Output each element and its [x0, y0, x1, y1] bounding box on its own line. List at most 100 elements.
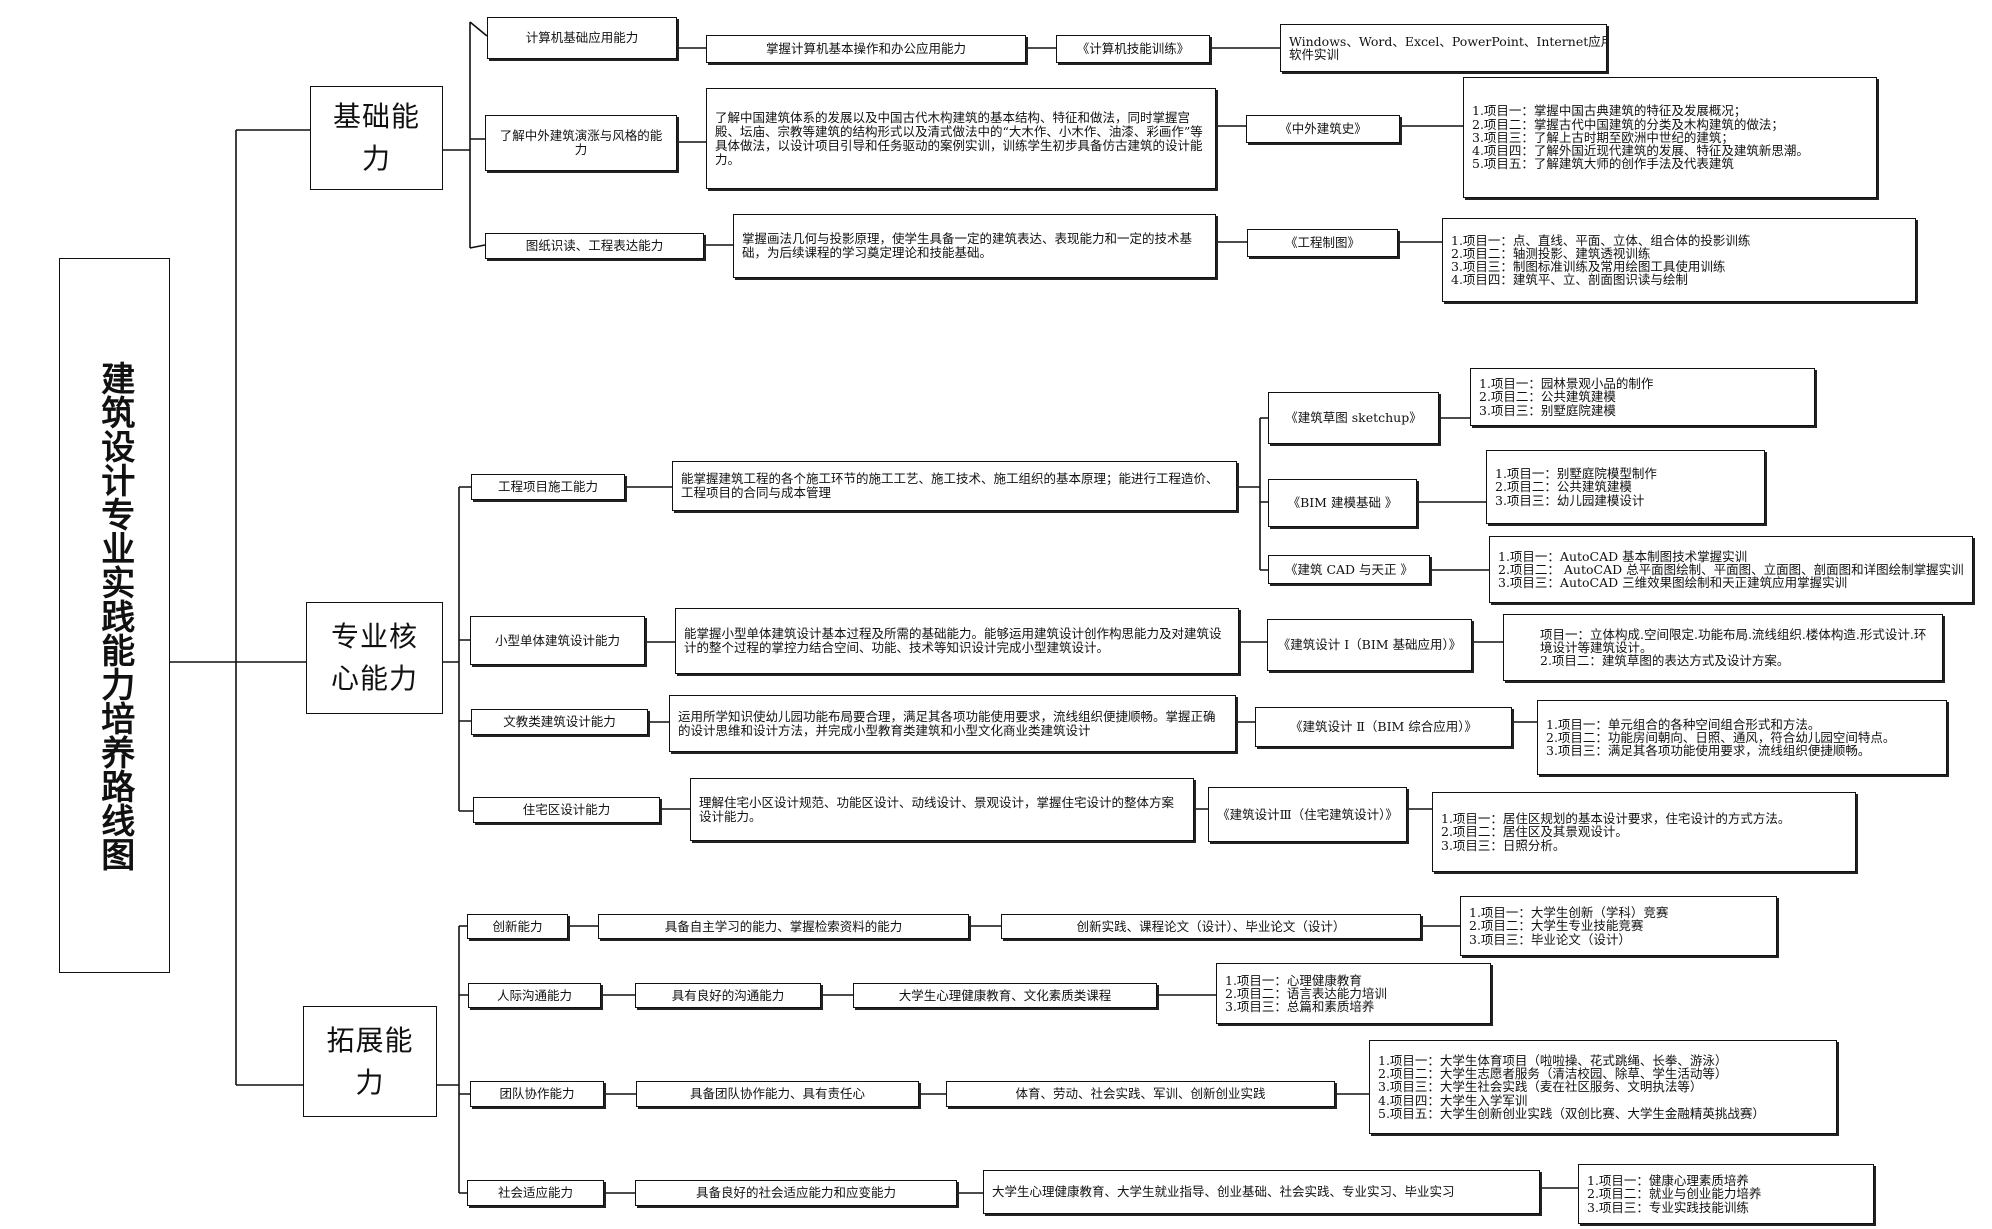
- project-line: 3.项目三：毕业论文（设计）: [1469, 931, 1631, 947]
- connector-ext: [437, 925, 470, 1194]
- project-line: 1.项目一：单元组合的各种空间组合形式和方法。: [1546, 716, 1821, 732]
- project-line: 1.项目一：别墅庭院模型制作: [1495, 466, 1657, 482]
- project-line: 1.项目一：居住区规划的基本设计要求，住宅设计的方式方法。: [1441, 811, 1791, 827]
- connector-ext-rows: [568, 925, 1578, 1194]
- projects-design-3: 1.项目一：居住区规划的基本设计要求，住宅设计的方式方法。 2.项目二：居住区及…: [1432, 792, 1856, 872]
- project-line: 2.项目二：公共建筑建模: [1479, 389, 1616, 405]
- projects-design-2: 1.项目一：单元组合的各种空间组合形式和方法。 2.项目二：功能房间朝向、日照、…: [1537, 700, 1947, 775]
- project-line: 3.项目三：日照分析。: [1441, 837, 1566, 853]
- group-core: 专业核心能力: [306, 602, 443, 714]
- project-line: 4.项目四：了解外国近现代建筑的发展、特征及建筑新思潮。: [1472, 143, 1809, 159]
- course-cad-tianzheng: 《建筑 CAD 与天正 》: [1268, 555, 1430, 584]
- project-line: 软件实训: [1289, 47, 1340, 62]
- projects-computer: Windows、Word、Excel、PowerPoint、Internet应用…: [1280, 24, 1607, 72]
- desc-residential: 理解住宅小区设计规范、功能区设计、动线设计、景观设计，掌握住宅设计的整体方案设计…: [690, 778, 1194, 841]
- desc-arch-history: 了解中国建筑体系的发展以及中国古代木构建筑的基本结构、特征和做法，同时掌握宫殿、…: [706, 88, 1216, 189]
- project-line: 3.项目三：了解上古时期至欧洲中世纪的建筑；: [1472, 129, 1734, 145]
- project-line: 3.项目三：幼儿园建模设计: [1495, 492, 1645, 508]
- desc-social-adapt: 具备良好的社会适应能力和应变能力: [635, 1180, 957, 1206]
- course-arch-history: 《中外建筑史》: [1246, 115, 1400, 143]
- course-computer: 《计算机技能训练》: [1056, 35, 1210, 63]
- project-line: 1.项目一：掌握中国古典建筑的特征及发展概况；: [1472, 103, 1747, 119]
- project-line: 1.项目一：点、直线、平面、立体、组合体的投影训练: [1451, 232, 1751, 248]
- desc-teamwork: 具备团队协作能力、具有责任心: [636, 1081, 919, 1107]
- main-title: 建筑设计专业实践能力培养路线图: [59, 258, 170, 973]
- group-ext: 拓展能力: [303, 1006, 437, 1117]
- ability-teamwork: 团队协作能力: [470, 1081, 604, 1107]
- project-line: 5.项目五：了解建筑大师的创作手法及代表建筑: [1472, 156, 1734, 172]
- project-line: 2.项目二：建筑草图的表达方式及设计方案。: [1540, 653, 1790, 669]
- project-line: 2.项目二：功能房间朝向、日照、通风，符合幼儿园空间特点。: [1546, 729, 1896, 745]
- desc-communication: 具有良好的沟通能力: [635, 983, 821, 1008]
- connector-core-rows: [625, 417, 1537, 810]
- project-line: 1.项目一：AutoCAD 基本制图技术掌握实训: [1498, 548, 1748, 564]
- desc-small-building: 能掌握小型单体建筑设计基本过程及所需的基础能力。能够运用建筑设计创作构思能力及对…: [675, 608, 1239, 674]
- ability-communication: 人际沟通能力: [468, 983, 601, 1008]
- project-line: 1.项目一：园林景观小品的制作: [1479, 376, 1654, 392]
- project-line: 2.项目二：大学生志愿者服务（清洁校园、除草、学生活动等）: [1378, 1066, 1728, 1082]
- project-line: 1.项目一：大学生体育项目（啦啦操、花式跳绳、长拳、游泳）: [1378, 1052, 1728, 1068]
- project-line: 3.项目三：别墅庭院建模: [1479, 402, 1616, 418]
- project-line: 3.项目三：大学生社会实践（麦在社区服务、文明执法等）: [1378, 1079, 1703, 1095]
- desc-construction: 能掌握建筑工程的各个施工环节的施工工艺、施工技术、施工组织的基本原理；能进行工程…: [672, 461, 1237, 511]
- project-line: 2.项目二： AutoCAD 总平面图绘制、平面图、立面图、剖面图和详图绘制掌握…: [1498, 561, 1964, 577]
- desc-computer: 掌握计算机基本操作和办公应用能力: [706, 35, 1026, 63]
- course-bim-basic: 《BIM 建模基础 》: [1268, 479, 1417, 527]
- projects-communication: 1.项目一：心理健康教育 2.项目二：语言表达能力培训 3.项目三：总篇和素质培…: [1216, 963, 1491, 1024]
- connector-core: [443, 486, 473, 812]
- desc-drawing: 掌握画法几何与投影原理，使学生具备一定的建筑表达、表现能力和一定的技术基础，为后…: [733, 214, 1216, 278]
- course-innovation: 创新实践、课程论文（设计）、毕业论文（设计）: [1001, 914, 1421, 939]
- connector-root: [170, 129, 310, 1086]
- course-design-2: 《建筑设计 Ⅱ（BIM 综合应用）》: [1255, 707, 1512, 747]
- project-line: 2.项目二：轴测投影、建筑透视训练: [1451, 245, 1651, 261]
- ability-computer: 计算机基础应用能力: [487, 17, 677, 59]
- project-line: 3.项目三：总篇和素质培养: [1225, 999, 1375, 1015]
- projects-innovation: 1.项目一：大学生创新（学科）竞赛 2.项目二：大学生专业技能竞赛 3.项目三：…: [1460, 896, 1777, 956]
- project-line: 3.项目三：AutoCAD 三维效果图绘制和天正建筑应用掌握实训: [1498, 575, 1848, 591]
- project-line: 2.项目二：掌握古代中国建筑的分类及木构建筑的做法；: [1472, 116, 1784, 132]
- project-line: 1.项目一：健康心理素质培养: [1587, 1173, 1749, 1189]
- project-line: 2.项目二：大学生专业技能竞赛: [1469, 918, 1644, 934]
- project-line: 2.项目二：居住区及其景观设计。: [1441, 824, 1628, 840]
- projects-sketchup: 1.项目一：园林景观小品的制作 2.项目二：公共建筑建模 3.项目三：别墅庭院建…: [1470, 368, 1815, 426]
- project-line: 1.项目一：心理健康教育: [1225, 972, 1362, 988]
- projects-cad: 1.项目一：AutoCAD 基本制图技术掌握实训 2.项目二： AutoCAD …: [1489, 536, 1973, 603]
- connector-basic-rows: [677, 47, 1463, 246]
- course-sketchup: 《建筑草图 sketchup》: [1268, 392, 1439, 444]
- ability-innovation: 创新能力: [467, 914, 568, 939]
- project-line: 2.项目二：就业与创业能力培养: [1587, 1186, 1762, 1202]
- project-line: Windows、Word、Excel、PowerPoint、Internet应用: [1289, 33, 1607, 49]
- course-teamwork: 体育、劳动、社会实践、军训、创新创业实践: [946, 1081, 1335, 1107]
- project-line: 4.项目四：建筑平、立、剖面图识读与绘制: [1451, 272, 1688, 288]
- projects-drawing: 1.项目一：点、直线、平面、立体、组合体的投影训练 2.项目二：轴测投影、建筑透…: [1442, 218, 1916, 302]
- desc-innovation: 具备自主学习的能力、掌握检索资料的能力: [598, 914, 969, 939]
- ability-construction: 工程项目施工能力: [471, 474, 625, 500]
- course-design-1: 《建筑设计 Ⅰ（BIM 基础应用）》: [1267, 619, 1472, 671]
- course-communication: 大学生心理健康教育、文化素质类课程: [853, 983, 1157, 1008]
- project-line: 项目一：立体构成.空间限定.功能布局.流线组织.楼体构造.形式设计.环境设计等建…: [1540, 626, 1927, 655]
- projects-bim-basic: 1.项目一：别墅庭院模型制作 2.项目二：公共建筑建模 3.项目三：幼儿园建模设…: [1486, 450, 1765, 524]
- project-line: 2.项目二：公共建筑建模: [1495, 479, 1632, 495]
- project-line: 3.项目三：专业实践技能训练: [1587, 1199, 1749, 1215]
- project-line: 4.项目四：大学生入学军训: [1378, 1092, 1528, 1108]
- project-line: 3.项目三：满足其各项功能使用要求，流线组织便捷顺畅。: [1546, 743, 1871, 759]
- connector-basic: [443, 21, 488, 249]
- project-line: 2.项目二：语言表达能力培训: [1225, 985, 1387, 1001]
- ability-social-adapt: 社会适应能力: [467, 1180, 604, 1206]
- projects-social-adapt: 1.项目一：健康心理素质培养 2.项目二：就业与创业能力培养 3.项目三：专业实…: [1578, 1164, 1874, 1224]
- ability-drawing: 图纸识读、工程表达能力: [485, 233, 704, 259]
- projects-design-1: 项目一：立体构成.空间限定.功能布局.流线组织.楼体构造.形式设计.环境设计等建…: [1503, 614, 1943, 681]
- project-line: 1.项目一：大学生创新（学科）竞赛: [1469, 905, 1669, 921]
- group-basic: 基础能力: [310, 86, 443, 190]
- desc-education-building: 运用所学知识使幼儿园功能布局要合理，满足其各项功能使用要求，流线组织便捷顺畅。掌…: [669, 695, 1236, 752]
- ability-residential: 住宅区设计能力: [473, 797, 660, 823]
- course-social-adapt: 大学生心理健康教育、大学生就业指导、创业基础、社会实践、专业实习、毕业实习: [983, 1170, 1540, 1214]
- project-line: 5.项目五：大学生创新创业实践（双创比赛、大学生金融精英挑战赛）: [1378, 1105, 1765, 1121]
- ability-education-building: 文教类建筑设计能力: [471, 709, 648, 735]
- course-design-3: 《建筑设计Ⅲ（住宅建筑设计）》: [1208, 787, 1407, 842]
- project-line: 3.项目三：制图标准训练及常用绘图工具使用训练: [1451, 259, 1726, 274]
- ability-small-building: 小型单体建筑设计能力: [470, 616, 645, 665]
- projects-teamwork: 1.项目一：大学生体育项目（啦啦操、花式跳绳、长拳、游泳） 2.项目二：大学生志…: [1369, 1040, 1837, 1134]
